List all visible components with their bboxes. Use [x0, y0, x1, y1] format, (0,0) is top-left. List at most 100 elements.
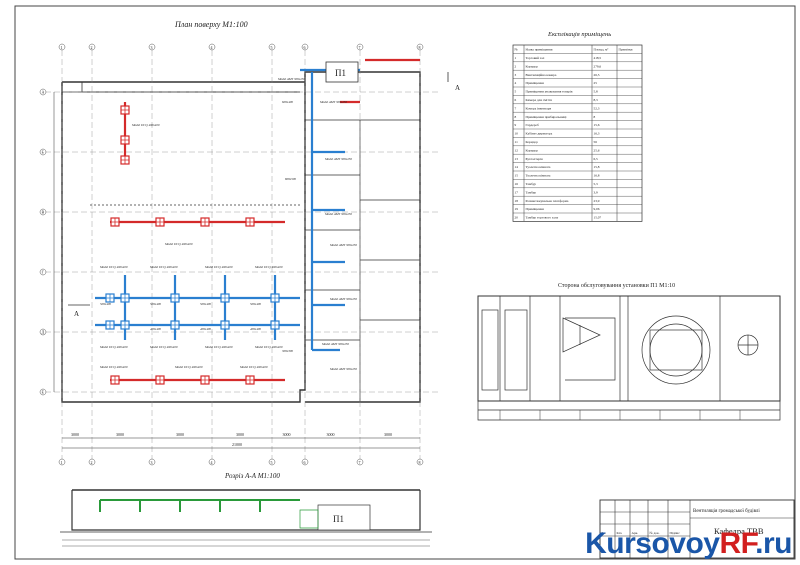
table-cell: 6: [515, 98, 517, 102]
table-cell: Коридор: [526, 148, 539, 152]
dcq-label: Model DCQ 400x400: [149, 345, 178, 349]
amt-label: Model AMT 300x250: [324, 212, 352, 216]
dcq-label: Model DCQ 400x400: [174, 365, 203, 369]
table-cell: 1: [515, 56, 517, 60]
dcq-label: Model DCQ 400x400: [99, 365, 128, 369]
table-cell: 16,8: [594, 174, 600, 179]
duct-size-label: 500x400: [150, 302, 161, 306]
supply-diffuser: [170, 293, 180, 303]
watermark-logo: KursovoyRF.ru: [585, 527, 792, 560]
explication-title: Експлікація приміщень: [547, 31, 611, 38]
plan-drawing: [39, 43, 440, 466]
section-marks: А А: [68, 72, 460, 318]
table-cell: 4: [515, 81, 517, 85]
table-cell: Гардероб: [526, 123, 540, 127]
dcq-label: Model DCQ 400x400: [131, 123, 160, 127]
table-cell: Туалетна кімната: [526, 165, 551, 169]
amt-label: Model AMT 300x250: [277, 77, 305, 81]
table-cell: 20: [515, 216, 519, 220]
exhaust-diffuser: [110, 375, 120, 385]
dcq-label: Model DCQ 400x400: [99, 265, 128, 269]
table-cell: Приміщення: [526, 207, 545, 211]
sheet-frame: [14, 5, 796, 560]
section-mark-left: А: [74, 310, 79, 318]
amt-label: Model AMT 300x250: [319, 100, 347, 104]
section-title: Розріз А-А М1:100: [224, 472, 280, 480]
duct-size-label: 500x400: [250, 302, 261, 306]
grid-number: 1: [61, 45, 63, 50]
table-cell: 15,8: [594, 165, 600, 170]
supply-diffuser: [105, 320, 115, 330]
dim-span: 3000: [384, 432, 392, 437]
supply-ductwork: [95, 68, 360, 352]
table-cell: 6,5: [594, 157, 599, 162]
table-cell: Камера для сміття: [526, 98, 553, 102]
dcq-label: Model DCQ 400x400: [99, 345, 128, 349]
amt-label: Model AMT 300x250: [324, 157, 352, 161]
grid-number: 3: [151, 460, 153, 465]
stamp-doc-text: Вентиляція громадської будівлі: [693, 509, 760, 514]
table-cell: Вентиляційна камера: [526, 73, 557, 77]
table-cell: Тамбур торгового залу: [526, 216, 559, 220]
stamp-org: Кафедра ТВВ: [714, 526, 764, 536]
dcq-label: Model DCQ 400x400: [164, 242, 193, 246]
dim-span: 3000: [176, 432, 184, 437]
exhaust-diffuser: [120, 135, 130, 145]
table-cell: 15: [515, 174, 519, 178]
grid-number: 6: [304, 45, 306, 50]
section-mark-right: А: [455, 84, 460, 92]
table-cell: 8: [594, 115, 596, 119]
table-cell: 11: [515, 140, 519, 144]
dim-span: 3000: [327, 432, 335, 437]
section-drawing: [60, 489, 432, 547]
duct-size-label: 600x400: [282, 100, 293, 104]
grid-letter: А: [42, 90, 45, 95]
duct-size-label: 400x400: [150, 327, 161, 331]
supply-diffusers: [105, 293, 280, 330]
section-ahu-label: П1: [333, 514, 344, 524]
amt-label: Model AMT 300x250: [329, 367, 357, 371]
table-cell: 56: [594, 140, 598, 144]
grid-number: 7: [359, 460, 361, 465]
stamp-header-cell: № док.: [650, 531, 660, 535]
ahu-plan-label: П1: [335, 68, 346, 78]
ahu-elevation: [477, 295, 781, 421]
table-cell: Приміщення прибиральниці: [526, 115, 567, 119]
stamp-header-cell: Підпис: [670, 531, 681, 535]
table-cell: 9,06: [594, 207, 600, 212]
dcq-label: Model DCQ 400x400: [149, 265, 178, 269]
table-cell: 13: [515, 157, 519, 161]
table-header-cell: Площа, м²: [594, 48, 609, 53]
table-cell: Тамбур: [526, 190, 537, 194]
table-cell: 16: [515, 182, 519, 186]
table-cell: 14: [515, 165, 519, 169]
amt-label: Model AMT 300x250: [321, 342, 349, 346]
exhaust-diffuser: [155, 375, 165, 385]
exhaust-diffusers: [110, 105, 255, 385]
table-cell: 7: [515, 106, 517, 110]
table-cell: 19: [515, 207, 519, 211]
table-header-cell: Примітки: [619, 48, 633, 52]
table-cell: Приміщення упакування товарів: [526, 90, 573, 94]
supply-diffuser: [120, 320, 130, 330]
supply-diffuser: [270, 293, 280, 303]
table-cell: 279,6: [594, 64, 602, 69]
table-cell: Коридор: [526, 140, 539, 144]
table-header-cell: Назва приміщення: [526, 48, 553, 52]
table-cell: Кабінет директора: [526, 132, 553, 136]
grid-letter: Б: [42, 150, 45, 155]
grid-number: 5: [271, 460, 273, 465]
table-cell: 9: [515, 123, 517, 127]
dcq-label: Model DCQ 400x400: [239, 365, 268, 369]
duct-size-label: 300x300: [282, 349, 293, 353]
grid-letter: Г: [42, 270, 45, 275]
table-cell: 5,8: [594, 90, 599, 95]
exhaust-diffuser: [120, 105, 130, 115]
table-cell: 5: [515, 90, 517, 94]
table-cell: 26,5: [594, 73, 600, 78]
table-cell: 3,9: [594, 190, 599, 195]
exhaust-diffuser: [245, 375, 255, 385]
grid-letter: В: [42, 210, 45, 215]
